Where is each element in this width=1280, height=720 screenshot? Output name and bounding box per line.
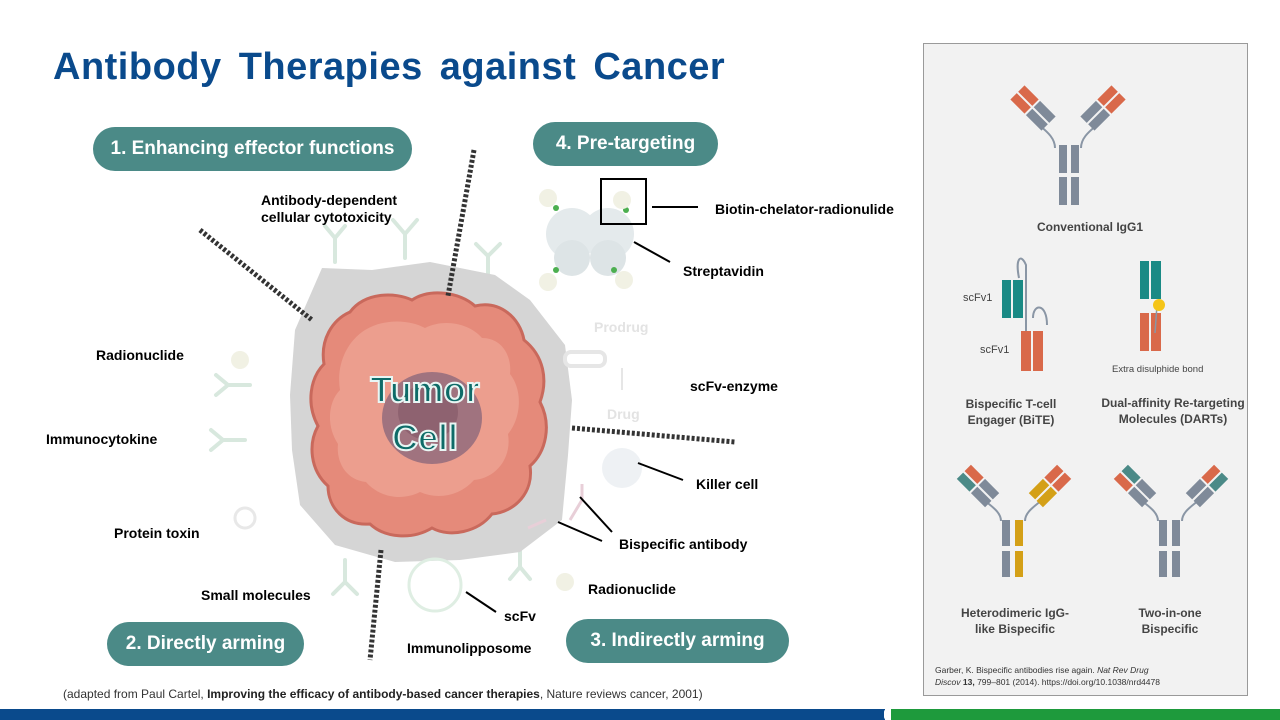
label-two-in-one-line1: Two-in-one: [1138, 606, 1202, 620]
radionuclide-left-shape: [231, 351, 249, 369]
section-directly-arming: 2. Directly arming: [107, 622, 304, 666]
label-scfv1-bottom: scFv1: [980, 344, 1010, 356]
label-bite-line1: Bispecific T-cell: [965, 397, 1057, 411]
tumor-diagram: [198, 149, 736, 661]
igg1-icon: [1010, 85, 1126, 205]
section-pre-targeting: 4. Pre-targeting: [533, 122, 718, 166]
citation-title: Improving the efficacy of antibody-based…: [207, 687, 540, 701]
label-radionuclide-right: Radionuclide: [588, 581, 676, 597]
label-small-molecules: Small molecules: [201, 587, 311, 603]
label-heterodimeric-line2: like Bispecific: [974, 622, 1056, 636]
label-biotin-chelator: Biotin-chelator-radionulide: [715, 201, 894, 217]
label-protein-toxin: Protein toxin: [114, 525, 200, 541]
radionuclide-right-shape: [556, 573, 574, 591]
label-extra-disulphide: Extra disulphide bond: [1112, 364, 1204, 375]
label-immunoliposome: Immunolipposome: [407, 640, 532, 656]
label-streptavidin: Streptavidin: [683, 263, 764, 279]
prodrug-decoration: [563, 350, 623, 390]
section-indirectly-arming: 3. Indirectly arming: [566, 619, 789, 663]
two-in-one-icon: [1113, 464, 1229, 577]
reference-text-1: Garber, K. Bispecific antibodies rise ag…: [935, 665, 1098, 675]
tumor-nucleolus: [398, 384, 458, 440]
killer-cell-shape: [602, 448, 642, 488]
antibody-formats-illustration: [956, 85, 1229, 577]
reference-volume: 13,: [960, 677, 975, 687]
protein-toxin-shape: [233, 506, 257, 530]
label-bite: Bispecific T-cell Engager (BiTE): [956, 396, 1066, 428]
label-heterodimeric-line1: Heterodimeric IgG-: [960, 606, 1070, 620]
ray-lines: [198, 149, 736, 661]
label-killer-cell: Killer cell: [696, 476, 759, 492]
connector-lines: [465, 206, 698, 613]
label-dart-line1: Dual-affinity Re-targeting: [1101, 396, 1245, 410]
tumor-cell-label: Tumor Cell: [355, 366, 495, 462]
label-scfv: scFv: [504, 608, 536, 624]
citation: (adapted from Paul Cartel, Improving the…: [63, 687, 703, 701]
tumor-label-line1: Tumor: [369, 368, 480, 411]
label-radionuclide-left: Radionuclide: [96, 347, 184, 363]
label-two-in-one: Two-in-one Bispecific: [1100, 605, 1240, 637]
section-enhancing-effector: 1. Enhancing effector functions: [93, 127, 412, 171]
dart-icon: [1140, 261, 1165, 351]
label-heterodimeric: Heterodimeric IgG- like Bispecific: [940, 605, 1090, 637]
footer-divider: [884, 709, 890, 720]
label-immunocytokine: Immunocytokine: [46, 431, 158, 447]
page-title: Antibody Therapies against Cancer: [53, 46, 726, 88]
reference-journal: Nat Rev Drug: [1097, 665, 1149, 675]
footer-bar-blue: [0, 709, 885, 720]
label-bite-line2: Engager (BiTE): [967, 413, 1055, 427]
background-antibodies: [209, 218, 532, 596]
heterodimeric-igg-icon: [956, 464, 1072, 577]
label-adcc: Antibody-dependent cellular cytotoxicity: [261, 192, 398, 225]
label-dart: Dual-affinity Re-targeting Molecules (DA…: [1093, 395, 1253, 427]
biotin-highlight-box: [600, 178, 647, 225]
streptavidin-complex: [539, 189, 634, 291]
bite-icon: [1002, 257, 1048, 371]
label-drug: Drug: [607, 406, 640, 422]
label-scfv-enzyme: scFv-enzyme: [690, 378, 778, 394]
tumor-label-line2: Cell: [391, 416, 459, 459]
citation-prefix: (adapted from Paul Cartel,: [63, 687, 208, 701]
label-conventional-igg1: Conventional IgG1: [1036, 220, 1143, 234]
label-scfv1-top: scFv1: [963, 292, 993, 304]
label-dart-line2: Molecules (DARTs): [1118, 412, 1228, 426]
bispecific-antibody-shape: [527, 484, 584, 530]
immunoliposome-shape: [407, 557, 463, 613]
reference-journal-2: Discov: [935, 677, 961, 687]
panel-reference: Garber, K. Bispecific antibodies rise ag…: [935, 664, 1160, 688]
label-bispecific-antibody: Bispecific antibody: [619, 536, 748, 552]
footer-bar-green: [891, 709, 1280, 720]
label-prodrug: Prodrug: [594, 319, 649, 335]
bispecific-formats-panel: [923, 43, 1248, 696]
citation-suffix: , Nature reviews cancer, 2001): [539, 687, 703, 701]
label-two-in-one-line2: Bispecific: [1141, 622, 1199, 636]
reference-text-2: 799–801 (2014). https://doi.org/10.1038/…: [974, 677, 1160, 687]
